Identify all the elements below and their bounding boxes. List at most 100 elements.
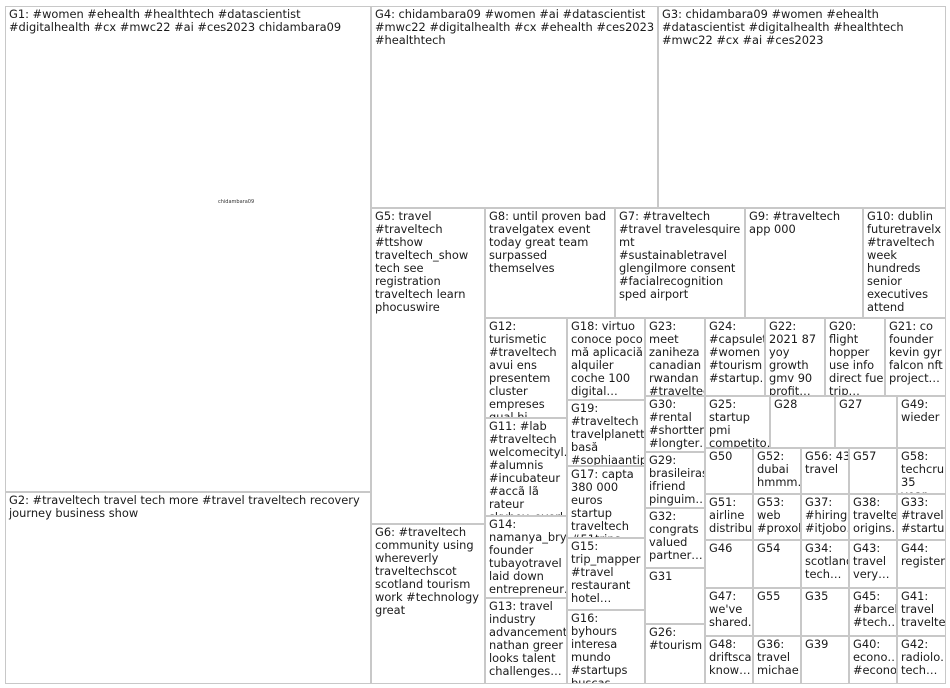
group-panel-g55[interactable]: G55	[753, 588, 801, 636]
group-panel-g39[interactable]: G39	[801, 636, 849, 684]
group-panel-g5[interactable]: G5: travel #traveltech #ttshow traveltec…	[371, 208, 485, 524]
group-panel-g22[interactable]: G22: 2021 87 yoy growth gmv 90 profit…	[765, 318, 825, 396]
group-panel-g57[interactable]: G57	[849, 448, 897, 494]
group-label-g34: G34: scotland tech…	[805, 541, 849, 581]
group-panel-g7[interactable]: G7: #traveltech #travel travelesquire mt…	[615, 208, 745, 318]
group-label-g57: G57	[853, 449, 877, 463]
group-panel-g6[interactable]: G6: #traveltech community using wherever…	[371, 524, 485, 684]
group-panel-g29[interactable]: G29: brasileiras ifriend pinguim…	[645, 452, 705, 508]
group-label-g18: G18: virtuo conoce poco mă aplicaciă alq…	[571, 319, 643, 398]
group-panel-g51[interactable]: G51: airline distribu…	[705, 494, 753, 540]
group-panel-g38[interactable]: G38: travelte… origins…	[849, 494, 897, 540]
group-panel-g9[interactable]: G9: #traveltech app 000	[745, 208, 863, 318]
group-label-g17: G17: capta 380 000 euros startup travelt…	[571, 467, 634, 538]
group-panel-g25[interactable]: G25: startup pmi competito…	[705, 396, 770, 448]
group-panel-g37[interactable]: G37: #hiring… #itjobo…	[801, 494, 849, 540]
group-label-g54: G54	[757, 541, 781, 555]
group-label-g41: G41: travel traveltech	[901, 589, 946, 629]
group-label-g42: G42: radiolo… tech…	[901, 637, 945, 677]
group-label-g1: G1: #women #ehealth #healthtech #datasci…	[9, 7, 342, 34]
group-panel-g34[interactable]: G34: scotland tech…	[801, 540, 849, 588]
group-panel-g10[interactable]: G10: dublin futuretravelx #traveltech we…	[863, 208, 946, 318]
group-panel-g21[interactable]: G21: co founder kevin gyr falcon nft pro…	[885, 318, 946, 396]
group-panel-g30[interactable]: G30: #rental #shortter… #longter…	[645, 396, 705, 452]
group-panel-g23[interactable]: G23: meet zaniheza canadian rwandan #tra…	[645, 318, 705, 396]
group-panel-g27[interactable]: G27	[835, 396, 897, 448]
group-label-g36: G36: travel michae…	[757, 637, 800, 677]
group-label-g7: G7: #traveltech #travel travelesquire mt…	[619, 209, 744, 301]
group-label-g29: G29: brasileiras ifriend pinguim…	[649, 453, 705, 506]
group-panel-g26[interactable]: G26: #tourism	[645, 624, 705, 684]
group-panel-g24[interactable]: G24: #capsulet #women #tourism #startup…	[705, 318, 765, 396]
group-panel-g44[interactable]: G44: register	[897, 540, 946, 588]
group-label-g40: G40: econo… #econo…	[853, 637, 897, 677]
group-panel-g4[interactable]: G4: chidambara09 #women #ai #datascienti…	[371, 6, 658, 208]
group-panel-g31[interactable]: G31	[645, 568, 705, 624]
group-panel-g1[interactable]: G1: #women #ehealth #healthtech #datasci…	[5, 6, 371, 492]
group-panel-g32[interactable]: G32: congrats valued partner…	[645, 508, 705, 568]
group-label-g35: G35	[805, 589, 829, 603]
group-panel-g18[interactable]: G18: virtuo conoce poco mă aplicaciă alq…	[567, 318, 645, 400]
group-label-g6: G6: #traveltech community using wherever…	[375, 525, 483, 617]
group-label-g51: G51: airline distribu…	[709, 495, 753, 535]
group-panel-g43[interactable]: G43: travel very…	[849, 540, 897, 588]
group-panel-g40[interactable]: G40: econo… #econo…	[849, 636, 897, 684]
group-panel-g56[interactable]: G56: 43 travel	[801, 448, 849, 494]
group-panel-g2[interactable]: G2: #traveltech travel tech more #travel…	[5, 492, 371, 684]
group-panel-g35[interactable]: G35	[801, 588, 849, 636]
group-label-g58: G58: techcru… 35 year…	[901, 449, 945, 494]
group-label-g49: G49: wieder	[901, 397, 940, 424]
group-label-g47: G47: we've shared…	[709, 589, 752, 629]
group-panel-g48[interactable]: G48: driftsca… know…	[705, 636, 753, 684]
group-panel-g3[interactable]: G3: chidambara09 #women #ehealth #datasc…	[658, 6, 946, 208]
group-label-g19: G19: #traveltech travelplanett… basă #so…	[571, 401, 645, 466]
group-label-g31: G31	[649, 569, 673, 583]
group-panel-g28[interactable]: G28	[770, 396, 835, 448]
group-label-g53: G53: web #proxol…	[757, 495, 800, 535]
group-panel-g17[interactable]: G17: capta 380 000 euros startup travelt…	[567, 466, 645, 538]
group-label-g13: G13: travel industry advancements nathan…	[489, 599, 567, 678]
group-panel-g19[interactable]: G19: #traveltech travelplanett… basă #so…	[567, 400, 645, 466]
group-panel-g52[interactable]: G52: dubai hmmm…	[753, 448, 801, 494]
group-panel-g46[interactable]: G46	[705, 540, 753, 588]
group-label-g2: G2: #traveltech travel tech more #travel…	[9, 493, 364, 520]
group-label-g32: G32: congrats valued partner…	[649, 509, 703, 562]
group-label-g28: G28	[774, 397, 798, 411]
group-label-g3: G3: chidambara09 #women #ehealth #datasc…	[662, 7, 908, 47]
group-label-g8: G8: until proven bad travelgatex event t…	[489, 209, 610, 275]
group-panel-g20[interactable]: G20: flight hopper use info direct fuel …	[825, 318, 885, 396]
group-panel-g15[interactable]: G15: trip_mapper #travel restaurant hote…	[567, 538, 645, 610]
group-panel-g16[interactable]: G16: byhours interesa mundo #startups bu…	[567, 610, 645, 684]
group-panel-g42[interactable]: G42: radiolo… tech…	[897, 636, 946, 684]
group-panel-g12[interactable]: G12: turismetic #traveltech avui ens pre…	[485, 318, 567, 418]
group-label-g30: G30: #rental #shortter… #longter…	[649, 397, 705, 450]
group-label-g22: G22: 2021 87 yoy growth gmv 90 profit…	[769, 319, 820, 396]
group-panel-g11[interactable]: G11: #lab #traveltech welcomecityl… #alu…	[485, 418, 567, 516]
group-label-g11: G11: #lab #traveltech welcomecityl… #alu…	[489, 419, 567, 516]
group-panel-g8[interactable]: G8: until proven bad travelgatex event t…	[485, 208, 615, 318]
group-panel-g54[interactable]: G54	[753, 540, 801, 588]
group-label-g16: G16: byhours interesa mundo #startups bu…	[571, 611, 632, 684]
group-label-g15: G15: trip_mapper #travel restaurant hote…	[571, 539, 645, 605]
group-label-g10: G10: dublin futuretravelx #traveltech we…	[867, 209, 945, 314]
group-label-g12: G12: turismetic #traveltech avui ens pre…	[489, 319, 557, 418]
group-panel-g45[interactable]: G45: #barcel… #tech…	[849, 588, 897, 636]
group-label-g46: G46	[709, 541, 733, 555]
group-panel-g13[interactable]: G13: travel industry advancements nathan…	[485, 598, 567, 684]
group-panel-g50[interactable]: G50	[705, 448, 753, 494]
group-panel-g47[interactable]: G47: we've shared…	[705, 588, 753, 636]
group-label-g43: G43: travel very…	[853, 541, 890, 581]
group-panel-g14[interactable]: G14: namanya_bry… founder tubayotravel l…	[485, 516, 567, 598]
group-label-g38: G38: travelte… origins…	[853, 495, 897, 535]
group-panel-g33[interactable]: G33: #travel #startup…	[897, 494, 946, 540]
group-label-g4: G4: chidambara09 #women #ai #datascienti…	[375, 7, 658, 47]
group-panel-g53[interactable]: G53: web #proxol…	[753, 494, 801, 540]
group-label-g45: G45: #barcel… #tech…	[853, 589, 897, 629]
group-panel-g36[interactable]: G36: travel michae…	[753, 636, 801, 684]
group-panel-g49[interactable]: G49: wieder	[897, 396, 946, 448]
group-label-g24: G24: #capsulet #women #tourism #startup…	[709, 319, 765, 385]
group-panel-g58[interactable]: G58: techcru… 35 year…	[897, 448, 946, 494]
group-panel-g41[interactable]: G41: travel traveltech	[897, 588, 946, 636]
group-label-g27: G27	[839, 397, 863, 411]
